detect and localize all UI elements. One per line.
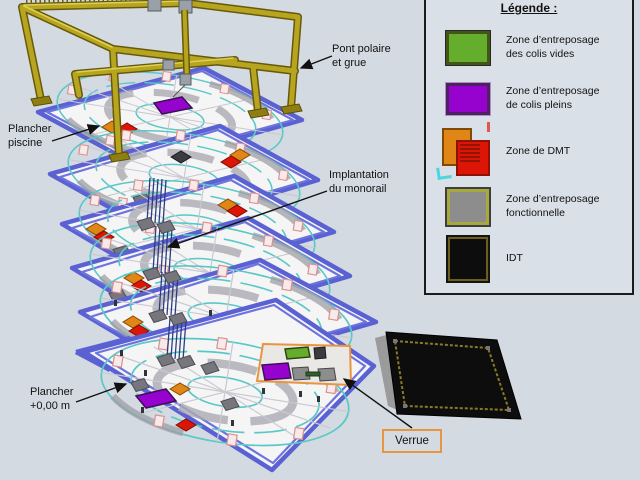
people-figures xyxy=(114,300,234,426)
floor-plate-zero xyxy=(74,297,377,473)
purple-zone-swatch xyxy=(445,82,491,116)
label-plancher-piscine: Plancher piscine xyxy=(8,122,51,151)
dmt-red-part xyxy=(456,140,490,176)
label-line: Implantation xyxy=(329,169,389,181)
legend-item-idt: IDT xyxy=(440,235,523,283)
polar-crane xyxy=(18,0,303,163)
legend-item-functional: Zone d’entreposage fonctionnelle xyxy=(440,187,600,227)
gray-zone-swatch xyxy=(445,187,491,227)
dmt-cyan-part xyxy=(436,166,452,180)
annotation-arrows xyxy=(51,55,413,429)
floor-plate-piscine xyxy=(35,56,305,178)
label-line: du monorail xyxy=(329,183,387,196)
label-line: Plancher xyxy=(30,386,74,398)
legend-item-label: Zone d’entreposage des colis vides xyxy=(506,34,600,60)
label-line: +0,00 m xyxy=(30,400,71,413)
label-verrue: Verrue xyxy=(395,435,429,447)
label-line: piscine xyxy=(8,137,43,150)
label-monorail: Implantation du monorail xyxy=(329,168,389,197)
legend-item-label: Zone d’entreposage fonctionnelle xyxy=(506,193,600,219)
legend-title: Légende : xyxy=(500,1,558,15)
dmt-zone-swatch xyxy=(436,122,494,180)
dmt-hatch-part xyxy=(460,144,480,162)
green-zone-swatch xyxy=(445,30,491,66)
label-line: et grue xyxy=(332,57,367,70)
idt-tile xyxy=(375,331,522,420)
idt-swatch xyxy=(446,235,490,283)
verrue-area xyxy=(255,342,353,402)
legend-item-label: Zone d’entreposage de colis pleins xyxy=(506,85,600,111)
label-plancher-zero: Plancher +0,00 m xyxy=(30,385,73,414)
label-line: Pont polaire xyxy=(332,43,391,55)
label-verrue-box: Verrue xyxy=(382,429,442,453)
legend-panel: Légende : Zone d’entreposage des colis v… xyxy=(424,0,634,295)
legend-item-label: IDT xyxy=(506,252,523,265)
legend-item-full-packages: Zone d’entreposage de colis pleins xyxy=(440,82,600,116)
label-pont-polaire: Pont polaire et grue xyxy=(332,42,391,71)
label-line: Plancher xyxy=(8,123,52,135)
dmt-tick-part xyxy=(487,122,490,132)
legend-item-dmt: Zone de DMT xyxy=(436,122,571,180)
legend-item-empty-packages: Zone d’entreposage des colis vides xyxy=(440,30,600,66)
monorail-implantation xyxy=(136,177,196,369)
legend-item-label: Zone de DMT xyxy=(506,145,571,158)
